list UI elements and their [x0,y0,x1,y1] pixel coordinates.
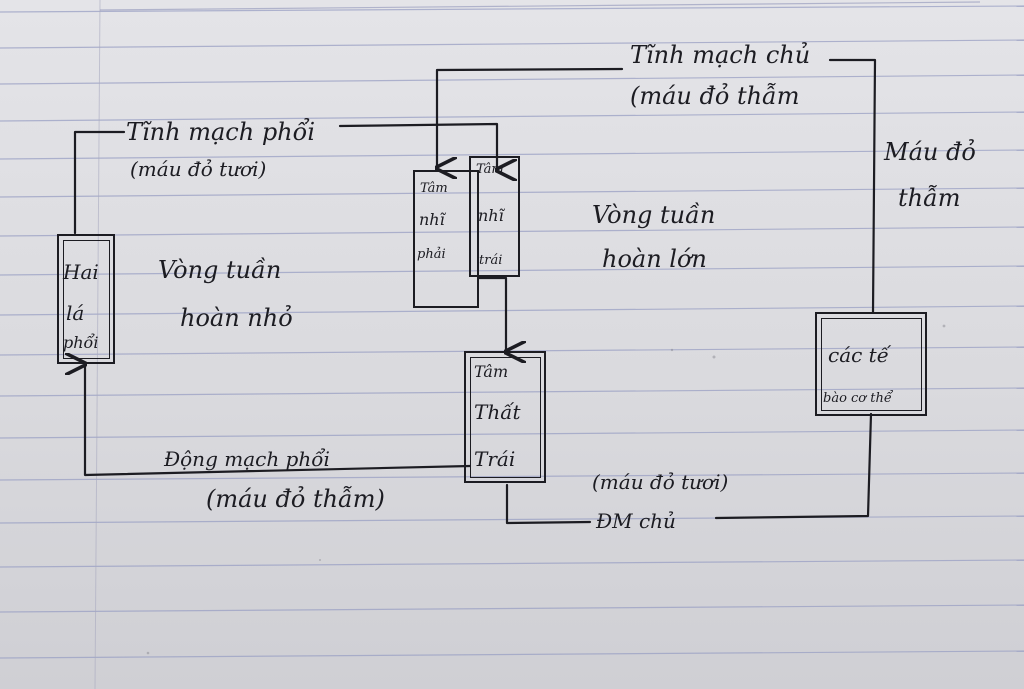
left-atrium-box [469,156,520,277]
small-circulation-label-line-1: Vòng tuần [158,256,282,284]
right-atrium-label-line-1: Tâm [420,181,448,196]
lung-label-line-3: phổi [63,333,99,352]
atrium-ventricle-line [477,276,506,352]
right-atrium-label-line-3: phải [417,247,446,262]
left-ventricle-box [464,351,546,483]
large-circulation-label-line-1: Vòng tuần [592,201,716,229]
vena-cava-line [828,58,877,314]
body-cells-label-line-1: các tế [828,343,890,367]
large-circulation-label-line-2: hoàn lớn [602,245,707,273]
body-cells-label-line-2: bào cơ thể [823,391,892,406]
right-atrium-label-line-2: nhĩ [419,210,445,229]
right-atrium-box [413,170,479,308]
pulmonary-vein-line-2 [338,122,497,170]
pulmonary-artery-blood-label: (máu đỏ thẫm) [206,485,385,513]
body-cells-box [815,312,927,416]
body-side-blood-label-line-1: Máu đỏ [884,138,976,166]
aorta-line-2 [714,412,873,520]
vena-cava-label: Tĩnh mạch chủ [630,41,811,69]
body-side-blood-label-line-2: thẫm [898,184,961,212]
pulmonary-vein-label: Tĩnh mạch phổi [126,118,315,146]
pulmonary-artery-label: Động mạch phổi [164,447,330,471]
aorta-blood-label: (máu đỏ tươi) [592,470,729,494]
left-atrium-label-line-3: trái [479,253,503,268]
lung-box [57,234,115,364]
aorta-line [505,483,592,525]
vena-cava-line-2 [437,67,624,168]
pulmonary-vein-blood-label: (máu đỏ tươi) [130,157,267,181]
left-atrium-label-line-2: nhĩ [478,206,504,225]
vena-cava-blood-label: (máu đỏ thẫm [630,82,800,110]
pulmonary-artery-line [85,364,472,477]
left-atrium-label-line-1: Tâm [476,162,504,177]
lung-label-line-1: Hai [63,260,99,284]
small-circulation-label-line-2: hoàn nhỏ [180,304,293,332]
aorta-label: ĐM chủ [596,509,676,533]
pulmonary-vein-line [73,130,126,235]
left-ventricle-label-line-2: Thất [474,400,521,424]
left-ventricle-label-line-1: Tâm [474,362,509,381]
left-ventricle-label-line-3: Trái [474,447,516,471]
lung-label-line-2: lá [66,301,85,325]
